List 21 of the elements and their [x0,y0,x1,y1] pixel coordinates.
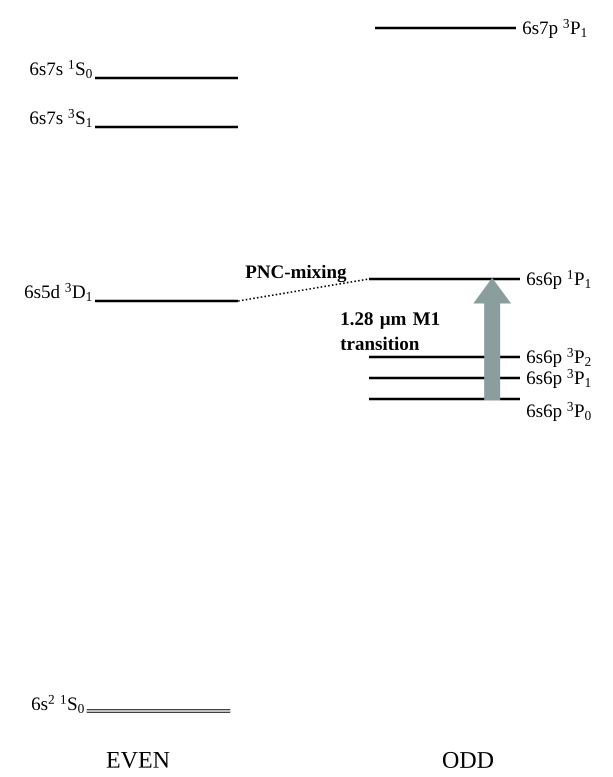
column-heading: EVEN [106,752,170,768]
energy-level: 6s6p $^{1}$P$_{1}$ [369,270,590,290]
energy-level: 6s7p $^{3}$P$_{1}$ [375,18,586,38]
node-label: 6s5d $^{3}$D$_{1}$ [24,282,92,301]
node-label: 6s6p $^{3}$P$_{0}$ [527,402,591,422]
node-label: 6s7s $^{1}$S$_{0}$ [30,60,92,78]
energy-level: 6s6p $^{3}$P$_{1}$ [369,368,590,388]
energy-level: 6s6p $^{3}$P$_{0}$ [369,398,591,422]
energy-level: 6s7s $^{1}$S$_{0}$ [30,60,238,80]
edge-label: 1.28 μm M1 transition [340,312,440,350]
node-label: 6s7p $^{3}$P$_{1}$ [523,18,586,38]
node-label: 6s7s $^{3}$S$_{1}$ [30,108,92,127]
energy-level: 6s7s $^{3}$S$_{1}$ [30,108,238,128]
node-label: 6s6p $^{3}$P$_{1}$ [527,368,590,388]
mixing-line [238,278,369,302]
edge-label: PNC-mixing [246,264,346,282]
node-label: 6s6p $^{1}$P$_{1}$ [527,270,590,290]
column-heading: ODD [442,752,494,768]
energy-level: 6s5d $^{3}$D$_{1}$ [24,282,238,302]
energy-level: 6s$^{2 1}$S$_{0}$ [32,694,230,713]
node-label: 6s6p $^{3}$P$_{2}$ [527,348,590,368]
